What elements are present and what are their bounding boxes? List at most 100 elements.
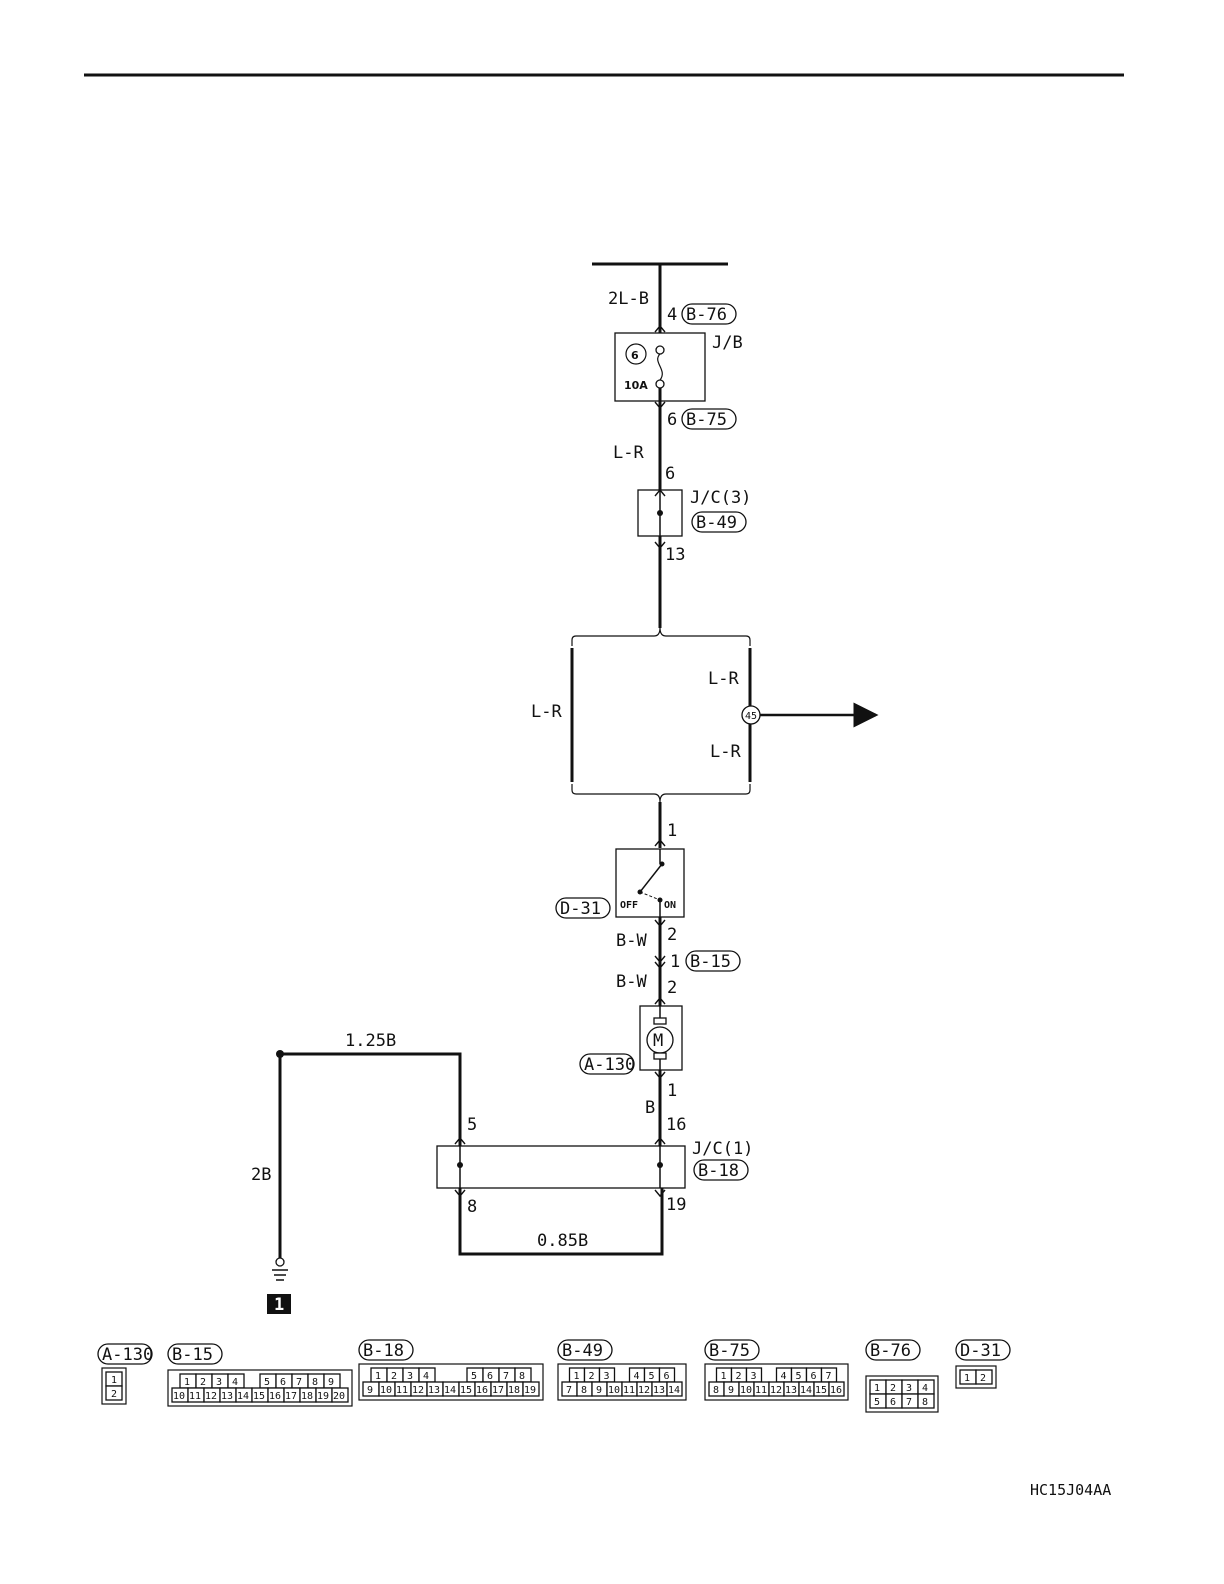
legend-pin-number: 1 (111, 1375, 117, 1386)
legend-pin-number: 3 (751, 1371, 757, 1382)
legend-pin-number: 16 (830, 1385, 842, 1396)
legend-pin-number: 4 (634, 1371, 640, 1382)
legend-pin-cell (666, 1381, 683, 1397)
pin-jc1-16: 16 (666, 1115, 686, 1135)
legend-pin-cell (975, 1369, 993, 1385)
legend-pin-number: 14 (800, 1385, 812, 1396)
wire-label-1-25b: 1.25B (345, 1031, 396, 1051)
legend-pin-number: 7 (566, 1385, 572, 1396)
legend-pin-number: 3 (906, 1383, 912, 1394)
legend-pin-number: 5 (264, 1377, 270, 1388)
legend-pin-number: 20 (333, 1391, 345, 1402)
connector-badge-a130 (579, 1053, 635, 1075)
legend-pin-number: 10 (740, 1385, 752, 1396)
harness-right-label-top: L-R (708, 669, 739, 689)
switch-on-label: ON (664, 900, 676, 911)
wire-label-2l-b: 2L-B (608, 289, 649, 309)
legend-pin-number: 15 (253, 1391, 265, 1402)
connector-b49-label: B-49 (696, 513, 737, 533)
legend-label: B-49 (562, 1341, 603, 1361)
legend-pin-number: 8 (581, 1385, 587, 1396)
legend-housing (865, 1375, 939, 1413)
legend-pin-number: 18 (301, 1391, 313, 1402)
legend-pin-number: 9 (596, 1385, 602, 1396)
harness-right-label-bottom: L-R (710, 742, 741, 762)
pin-jc3-out: 13 (665, 545, 685, 565)
wire-label-l-r: L-R (613, 443, 644, 463)
offpage-ref: 45 (745, 711, 757, 722)
legend-pin-number: 1 (184, 1377, 190, 1388)
legend-pin-number: 15 (815, 1385, 827, 1396)
ground-terminal (275, 1257, 285, 1267)
legend-pin-number: 14 (668, 1385, 680, 1396)
legend-pin-number: 13 (785, 1385, 797, 1396)
wire-1-25b (280, 1052, 462, 1146)
connector-badge-d31 (555, 897, 611, 919)
legend-pin-number: 3 (216, 1377, 222, 1388)
legend-pin-number: 16 (476, 1385, 488, 1396)
legend-pin-number: 4 (232, 1377, 238, 1388)
legend-pin-number: 2 (736, 1371, 742, 1382)
legend-pin-number: 11 (623, 1385, 635, 1396)
pin-b76: 4 (667, 305, 677, 325)
legend-label: B-75 (709, 1341, 750, 1361)
legend-label: D-31 (960, 1341, 1001, 1361)
legend-pin-cell (522, 1381, 540, 1397)
harness-left-label: L-R (531, 702, 562, 722)
legend-pin-number: 1 (574, 1371, 580, 1382)
jc3-label: J/C(3) (690, 488, 751, 508)
motor-symbol: M (653, 1031, 663, 1051)
legend-pin-number: 2 (200, 1377, 206, 1388)
joint-connector-1 (436, 1145, 686, 1189)
legend-pin-number: 17 (285, 1391, 297, 1402)
legend-pin-number: 5 (649, 1371, 655, 1382)
legend-pin-cell (331, 1387, 349, 1403)
legend-pin-number: 2 (890, 1383, 896, 1394)
connector-badge-b18 (693, 1159, 749, 1181)
connector-b18-label: B-18 (698, 1161, 739, 1181)
drawing-code: HC15J04AA (1030, 1481, 1111, 1499)
connector-b15-label: B-15 (690, 952, 731, 972)
legend-pin-number: 6 (890, 1397, 896, 1408)
legend-label: B-15 (172, 1345, 213, 1365)
connector-a130-label: A-130 (584, 1055, 635, 1075)
wire-label-0-85b: 0.85B (537, 1231, 588, 1251)
legend-pin-number: 6 (280, 1377, 286, 1388)
legend-pin-number: 5 (796, 1371, 802, 1382)
harness-bracket-bottom (571, 784, 751, 803)
fuse-number: 6 (631, 349, 639, 362)
wire-label-b: B (645, 1098, 655, 1118)
pin-motor-in: 2 (667, 978, 677, 998)
connector-badge-b15 (685, 950, 741, 972)
jc1-label: J/C(1) (692, 1139, 753, 1159)
connector-badge-b49 (691, 511, 747, 533)
legend-housing (101, 1367, 127, 1405)
legend-pin-number: 10 (173, 1391, 185, 1402)
motor-brush-top (653, 1017, 667, 1025)
legend-pin-number: 2 (111, 1389, 117, 1400)
pin-b15: 1 (670, 952, 680, 972)
legend-pin-number: 11 (189, 1391, 201, 1402)
legend-pin-number: 4 (781, 1371, 787, 1382)
legend-pin-number: 13 (221, 1391, 233, 1402)
fuse-element-icon (657, 353, 663, 381)
legend-pin-number: 8 (922, 1397, 928, 1408)
legend-pin-number: 1 (964, 1373, 970, 1384)
ground-point-number: 1 (274, 1295, 284, 1315)
legend-pin-number: 16 (269, 1391, 281, 1402)
legend-pin-number: 7 (296, 1377, 302, 1388)
pin-sw-out: 2 (667, 925, 677, 945)
legend-pin-number: 1 (721, 1371, 727, 1382)
legend-pin-number: 3 (604, 1371, 610, 1382)
switch-lever-icon (639, 863, 663, 893)
jc1-splice-right (657, 1162, 663, 1168)
legend-pin-number: 2 (589, 1371, 595, 1382)
legend-pin-number: 13 (653, 1385, 665, 1396)
legend-pin-number: 4 (423, 1371, 429, 1382)
legend-housing (358, 1363, 544, 1401)
connector-b75-label: B-75 (686, 410, 727, 430)
